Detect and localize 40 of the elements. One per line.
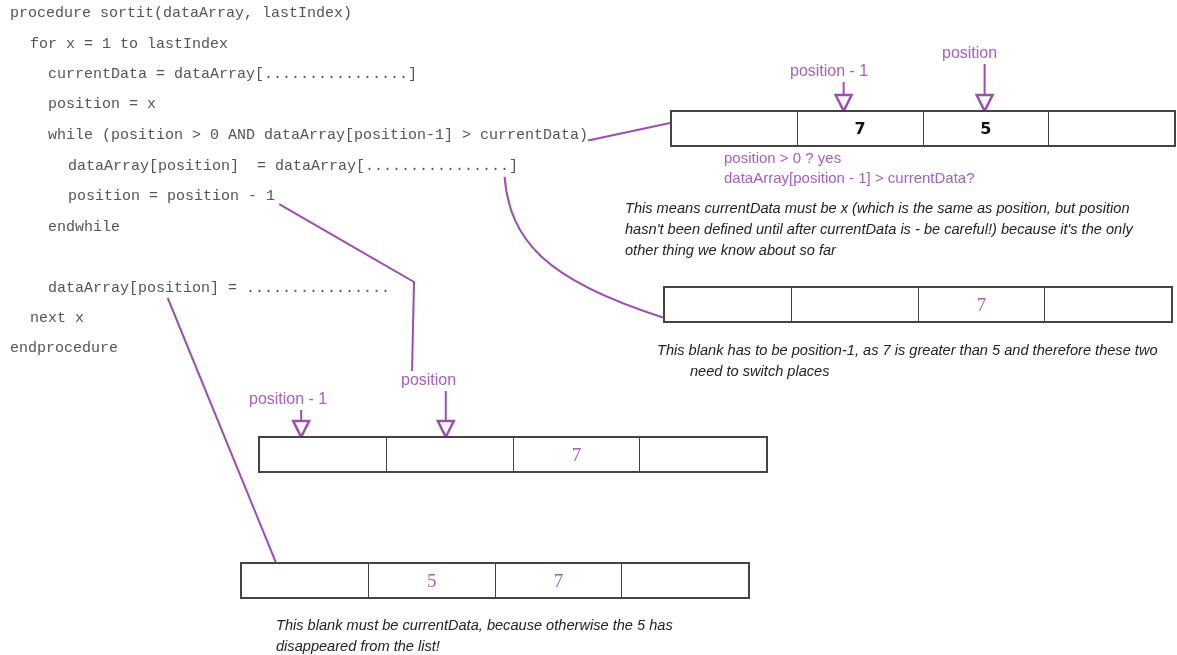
code-line: next x bbox=[30, 310, 84, 328]
array-cell bbox=[790, 287, 919, 322]
code-line: position = position - 1 bbox=[68, 188, 276, 206]
array-cell bbox=[259, 437, 387, 472]
code-line: procedure sortit(dataArray, lastIndex) bbox=[10, 5, 353, 23]
array-cell bbox=[639, 437, 767, 472]
array-cell bbox=[664, 287, 792, 322]
code-line: endwhile bbox=[48, 219, 120, 237]
code-line: dataArray[position] = dataArray[................] bbox=[68, 158, 519, 176]
array-row bbox=[258, 436, 768, 473]
array-cell bbox=[241, 563, 369, 598]
array-cell: 7 bbox=[512, 437, 641, 472]
array-cell: 7 bbox=[494, 563, 623, 598]
code-line: dataArray[position] = ................ bbox=[48, 280, 391, 298]
pointer-label: position - 1 bbox=[249, 390, 328, 408]
array-cell bbox=[1044, 287, 1172, 322]
array-row bbox=[240, 562, 750, 599]
annotation-text: position > 0 ? yes bbox=[724, 148, 842, 167]
pointer-label: position - 1 bbox=[790, 62, 869, 80]
code-line: endprocedure bbox=[10, 340, 119, 358]
explanation-note: This means currentData must be x (which is the same as position, but position hasn't been defined until after currentData is - be careful!) because it's the only other thing we know about so far bbox=[625, 199, 1135, 260]
code-line: for x = 1 to lastIndex bbox=[30, 36, 229, 54]
code-line: while (position > 0 AND dataArray[position-1] > currentData) bbox=[48, 127, 589, 145]
array-cell: 7 bbox=[917, 287, 1046, 322]
pointer-label: position bbox=[401, 371, 457, 389]
array-cell bbox=[385, 437, 514, 472]
explanation-note: This blank has to be position-1, as 7 is greater than 5 and therefore these two need to switch places bbox=[657, 341, 1159, 381]
array-cell: 7 bbox=[796, 111, 924, 146]
annotation-text: dataArray[position - 1] > currentData? bbox=[724, 168, 975, 187]
code-line: currentData = dataArray[................] bbox=[48, 66, 418, 84]
array-cell bbox=[621, 563, 749, 598]
array-row bbox=[670, 110, 1176, 147]
array-cell bbox=[1048, 111, 1175, 146]
code-line: position = x bbox=[48, 96, 157, 114]
array-cell: 5 bbox=[922, 111, 1050, 146]
array-row bbox=[663, 286, 1173, 323]
explanation-note: This blank must be currentData, because otherwise the 5 has disappeared from the list! bbox=[276, 616, 674, 655]
array-cell bbox=[671, 111, 798, 146]
array-cell: 5 bbox=[367, 563, 496, 598]
pointer-label: position bbox=[942, 44, 998, 62]
